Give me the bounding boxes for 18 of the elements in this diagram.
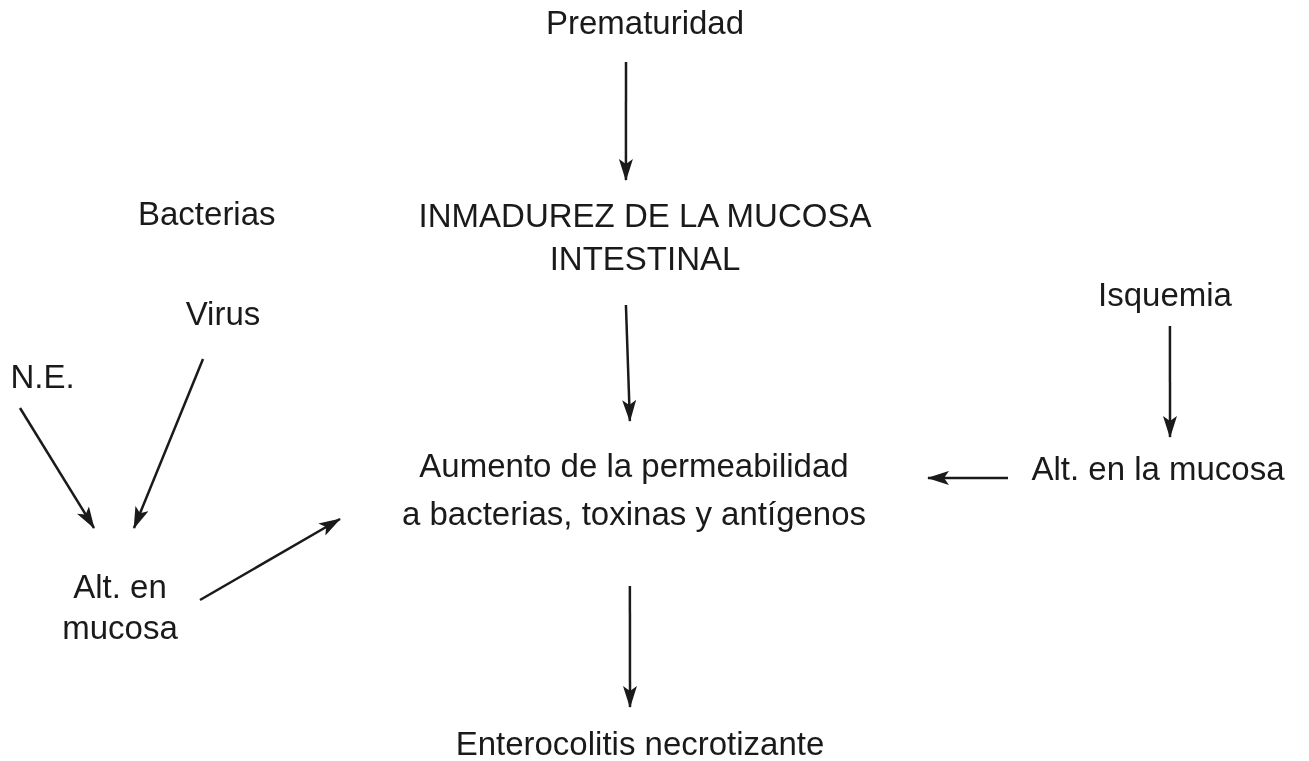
node-text: N.E. [10, 360, 75, 393]
label-text: Bacterias [138, 197, 276, 230]
node-text: Virus [185, 297, 261, 330]
arrow [199, 517, 341, 602]
node-text: Isquemia [1098, 278, 1232, 311]
arrow [623, 586, 637, 708]
node-text: Enterocolitis necrotizante [455, 727, 825, 760]
node-text: Aumento de la permeabilidad a bacterias, toxinas y antígenos [401, 446, 867, 534]
arrow [1163, 326, 1177, 438]
arrow [132, 358, 205, 529]
arrow [927, 470, 1008, 485]
node-text: Prematuridad [545, 6, 745, 39]
node-text: Alt. en mucosa [62, 567, 178, 648]
node-text: Alt. en la mucosa [1031, 449, 1285, 489]
arrow [622, 304, 637, 422]
arrow [618, 62, 633, 181]
arrow [18, 407, 96, 529]
node-text: INMADUREZ DE LA MUCOSA INTESTINAL [417, 196, 873, 279]
